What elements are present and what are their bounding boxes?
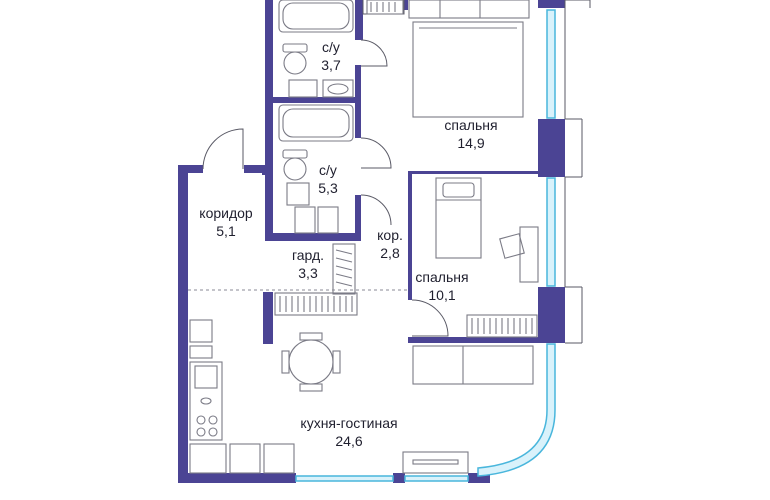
walls xyxy=(178,0,565,483)
desk xyxy=(519,226,539,283)
partition-top-stub xyxy=(404,0,408,10)
sink-1 xyxy=(288,79,318,98)
corridor2-area: 2,8 xyxy=(380,245,400,261)
wardrobe-name: гард. xyxy=(292,247,324,263)
chair-bottom xyxy=(299,383,323,392)
kitchen-living-area: 24,6 xyxy=(335,433,362,449)
fridge xyxy=(189,319,213,343)
toilet-1 xyxy=(282,43,308,53)
bedroom2-name: спальня xyxy=(415,269,468,285)
wardrobe-rail xyxy=(274,292,358,316)
partition-bedroom2-bottom xyxy=(408,337,538,343)
kitchen-sink xyxy=(194,365,218,389)
kitchen-living-name: кухня-гостиная xyxy=(300,415,397,431)
bathroom1-fixtures xyxy=(278,0,354,98)
cooktop xyxy=(196,415,206,425)
corridor-name: коридор xyxy=(199,205,253,221)
window-kitchen-2 xyxy=(404,475,469,482)
wall-bath-left xyxy=(265,0,273,240)
bathroom1-name: с/у xyxy=(322,39,340,55)
wall-bottom-mid xyxy=(393,473,405,483)
bathtub-2 xyxy=(278,104,354,142)
bathroom2-name: с/у xyxy=(319,162,337,178)
bedroom2-wardrobe xyxy=(466,314,538,338)
wall-bath-bottom xyxy=(265,233,358,241)
pier-right-top xyxy=(538,0,565,8)
door-bathroom2-leaf xyxy=(360,194,392,226)
wall-corridor-top-left xyxy=(178,165,203,173)
desk-chair xyxy=(499,233,525,259)
bedroom1-cabinet xyxy=(366,0,404,15)
wall-bath1-right-top xyxy=(355,0,363,40)
window-living-curved xyxy=(477,343,556,477)
door-bathroom1 xyxy=(360,39,388,67)
partition-bedroom2-left xyxy=(408,171,412,300)
facade-lines xyxy=(564,0,591,344)
wall-bath2-right-bottom xyxy=(355,195,361,241)
chair-right xyxy=(332,350,341,374)
window-kitchen-1 xyxy=(295,475,394,482)
bathroom1-area: 3,7 xyxy=(321,57,341,73)
wardrobe-shelf xyxy=(332,243,356,295)
pier-right-mid xyxy=(538,119,565,177)
chair-top xyxy=(299,332,323,341)
door-bedroom2 xyxy=(411,299,449,337)
corridor-area: 5,1 xyxy=(216,223,236,239)
wall-bath2-right-top xyxy=(355,103,361,138)
bedroom1-shelf xyxy=(408,0,530,19)
bedroom1-area: 14,9 xyxy=(457,135,484,151)
bathroom2-area: 5,3 xyxy=(318,180,338,196)
sofa xyxy=(412,345,534,385)
wall-wardrobe-stub xyxy=(263,292,273,344)
single-bed xyxy=(435,177,482,259)
tv-stand xyxy=(402,451,469,474)
chair-left xyxy=(281,350,290,374)
wall-left xyxy=(178,165,188,483)
wall-corridor-top-right xyxy=(244,165,266,173)
wall-bath-divider xyxy=(265,97,360,103)
kitchen-counter xyxy=(189,361,223,441)
bathroom2-fixtures xyxy=(278,104,354,234)
bedroom2-fixtures xyxy=(435,177,539,338)
pier-right-low xyxy=(538,287,565,343)
door-entrance xyxy=(202,128,244,170)
bedroom1-name: спальня xyxy=(444,117,497,133)
windows xyxy=(295,9,556,482)
wall-bath1-right-bottom xyxy=(355,65,361,103)
washer xyxy=(286,182,310,206)
corridor2-name: кор. xyxy=(377,227,403,243)
wall-bottom-left xyxy=(178,473,296,483)
toilet-2 xyxy=(282,149,308,159)
room-labels: с/у 3,7 с/у 5,3 спальня 14,9 коридор 5,1… xyxy=(199,39,497,449)
wardrobe-area: 3,3 xyxy=(298,265,318,281)
dining-table xyxy=(288,339,334,385)
bathtub-1 xyxy=(278,0,354,33)
wall-bottom-right xyxy=(468,473,490,483)
double-bed xyxy=(412,21,524,118)
door-bathroom2 xyxy=(360,137,392,169)
bedroom2-area: 10,1 xyxy=(428,287,455,303)
bedroom1-fixtures xyxy=(366,0,530,118)
cabinet-low xyxy=(189,443,227,474)
wardrobe-fixtures xyxy=(188,243,408,316)
partition-bedroom2-top xyxy=(408,171,538,174)
window-bedroom2 xyxy=(546,177,556,287)
doors xyxy=(202,0,449,337)
wall-stub xyxy=(262,165,273,175)
window-bedroom1 xyxy=(546,9,556,119)
kitchen-fixtures xyxy=(189,319,534,474)
